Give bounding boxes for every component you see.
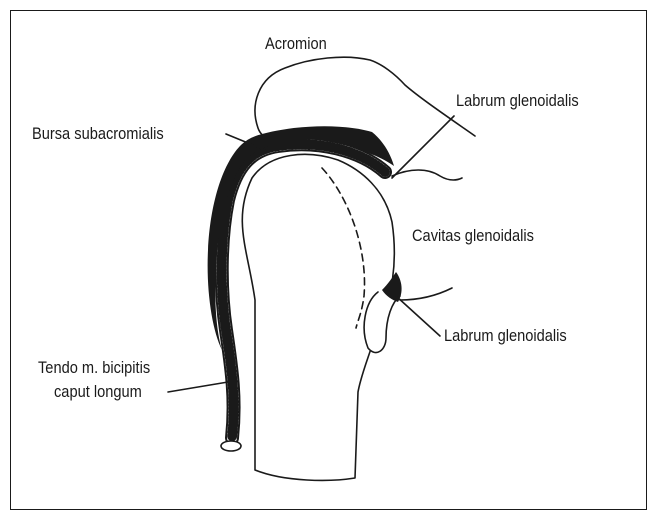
leader-tendo [168, 382, 228, 392]
label-cavitas: Cavitas glenoidalis [412, 226, 534, 246]
tendon-end [221, 441, 241, 451]
glenoid-rim [364, 292, 400, 353]
leader-labrum-bottom [396, 296, 440, 336]
scapula-lower-line [400, 288, 452, 300]
label-acromion: Acromion [265, 34, 327, 54]
label-tendo-line1: Tendo m. bicipitis [38, 358, 150, 378]
label-labrum-top: Labrum glenoidalis [456, 91, 579, 111]
label-labrum-bottom: Labrum glenoidalis [444, 326, 567, 346]
label-bursa: Bursa subacromialis [32, 124, 164, 144]
scapula-upper-line [392, 170, 462, 180]
label-tendo-line2: caput longum [54, 382, 142, 402]
leader-labrum-top [392, 116, 454, 178]
